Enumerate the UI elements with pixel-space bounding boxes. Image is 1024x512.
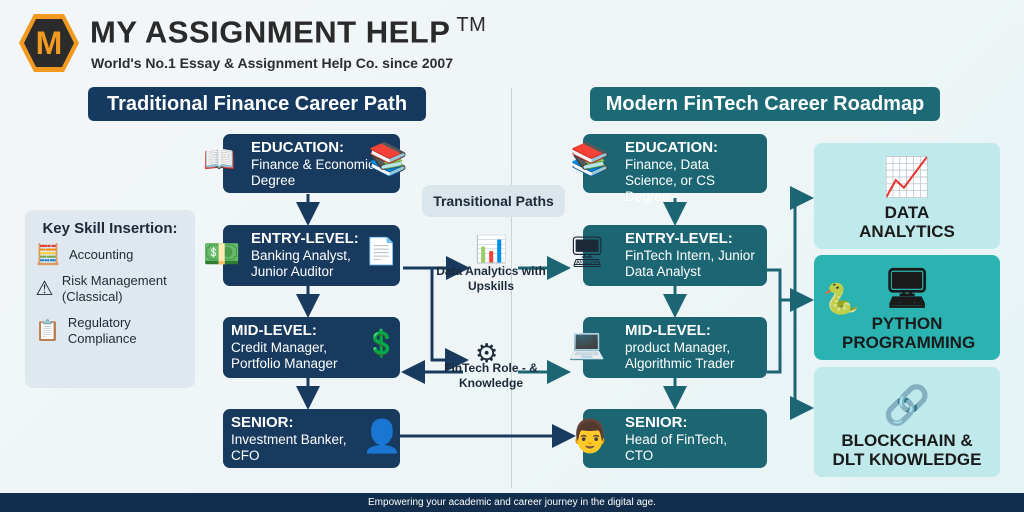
transition-fintech-role: FinTech Role - & Knowledge [444, 361, 538, 390]
divider [511, 88, 512, 488]
modern-education-box: EDUCATION:Finance, Data Science, or CS D… [583, 134, 767, 204]
modern-mid-box: MID-LEVEL:product Manager, Algorithmic T… [583, 317, 767, 378]
gear-icon: ⚙ [475, 338, 499, 368]
document-search-icon: 📄 [365, 236, 398, 266]
key-skill-title: Key Skill Insertion: [42, 220, 178, 237]
open-book-icon: 📖 [203, 144, 236, 174]
transitional-title: Transitional Paths [422, 185, 565, 217]
svg-text:M: M [36, 25, 63, 61]
skill-accounting: 🧮Accounting [35, 244, 134, 266]
risk-warning-icon: ⚠ [35, 278, 54, 300]
card-blockchain: 🔗BLOCKCHAIN & DLT KNOWLEDGE [814, 367, 1000, 477]
transition-data-analytics: Data Analytics with Upskills [436, 264, 546, 293]
brand-logo: M [19, 14, 79, 72]
dashboard-chart-icon: 📈 [883, 157, 931, 199]
skill-regulatory-compliance: 📋Regulatory Compliance [35, 315, 137, 346]
books-stack-icon: 📚 [368, 141, 408, 177]
card-data-analytics: 📈DATA ANALYTICS [814, 143, 1000, 249]
key-skill-panel: Key Skill Insertion: 🧮Accounting ⚠Risk M… [25, 210, 195, 388]
modern-title: Modern FinTech Career Roadmap [590, 87, 940, 121]
compliance-clipboard-icon: 📋 [35, 320, 60, 342]
traditional-title: Traditional Finance Career Path [88, 87, 426, 121]
trad-senior-box: SENIOR:Investment Banker, CFO [223, 409, 400, 468]
money-growth-hand-icon: 💲 [365, 328, 398, 358]
code-editor-icon: 🖥 [882, 268, 932, 310]
calculator-icon: 🧮 [35, 244, 61, 266]
python-logo-icon: 🐍 [822, 283, 860, 316]
trad-mid-box: MID-LEVEL:Credit Manager, Portfolio Mana… [223, 317, 400, 378]
businessman-icon: 👤 [362, 418, 402, 454]
blockchain-cubes-icon: 🔗 [883, 385, 931, 427]
books-stack-icon: 📚 [570, 141, 610, 177]
code-window-icon: 💻 [568, 328, 606, 361]
analytics-chart-icon: 📊 [475, 234, 508, 264]
footer-bar: Empowering your academic and career jour… [0, 493, 1024, 512]
code-database-icon: 🖥 [568, 236, 607, 269]
card-python-programming: 🖥PYTHON PROGRAMMING [814, 255, 1000, 360]
skill-risk-management: ⚠Risk Management (Classical) [35, 273, 167, 304]
trad-entry-box: ENTRY-LEVEL:Banking Analyst, Junior Audi… [223, 225, 400, 286]
tech-leader-icon: 👨 [570, 418, 610, 454]
brand-tagline: World's No.1 Essay & Assignment Help Co.… [91, 55, 454, 71]
modern-senior-box: SENIOR:Head of FinTech, CTO [583, 409, 767, 468]
modern-entry-box: ENTRY-LEVEL:FinTech Intern, Junior Data … [583, 225, 767, 286]
money-stack-icon: 💵 [203, 238, 241, 271]
trad-education-box: EDUCATION:Finance & Economics Degree [223, 134, 400, 193]
